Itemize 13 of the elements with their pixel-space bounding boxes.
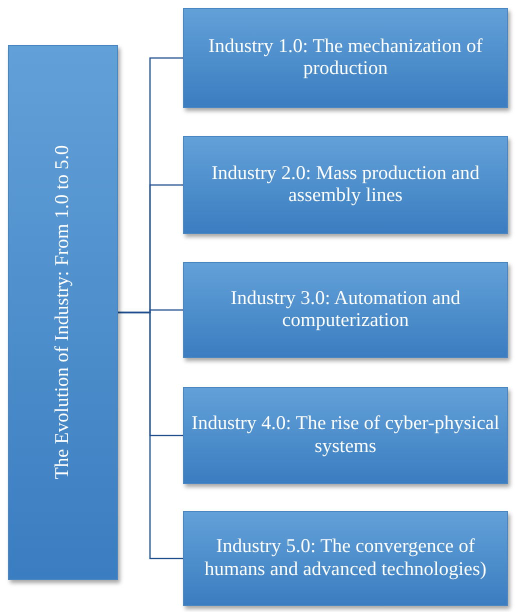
box-text: Industry 5.0: The convergence of humans and advanced technologies) (203, 536, 488, 581)
connector-line (118, 312, 183, 560)
stage-box (183, 387, 508, 484)
stage-box (183, 511, 508, 606)
box-text: Industry 3.0: Automation and computerization (230, 288, 462, 332)
box-text: Industry 4.0: The rise of cyber-physical systems (190, 413, 500, 458)
box-text: Industry 1.0: The mechanization of production (207, 36, 484, 80)
stage-box (183, 262, 508, 358)
box-text: Industry 2.0: Mass production and assembly lines (210, 162, 481, 208)
stage-box (183, 136, 508, 234)
box-text: The Evolution of Industry: From 1.0 to 5.0 (52, 145, 74, 480)
stage-box (183, 8, 508, 108)
title-box (8, 45, 118, 580)
